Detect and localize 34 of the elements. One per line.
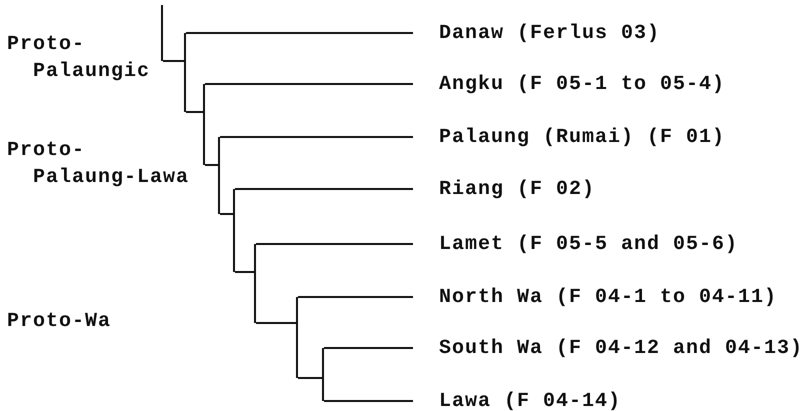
language-label: North Wa (F 04-1 to 04-11) (413, 284, 778, 310)
tree-connector (298, 296, 413, 298)
tree-branch-line (184, 33, 186, 112)
language-label: Palaung (Rumai) (F 01) (413, 124, 726, 150)
language-label: Angku (F 05-1 to 05-4) (413, 70, 726, 98)
tree-connector (186, 32, 413, 34)
tree-connector (186, 111, 203, 113)
tree-branch-line (161, 5, 163, 61)
tree-branch-line (233, 189, 235, 272)
tree-connector (235, 188, 413, 190)
group-label: Proto- Palaungic (7, 32, 150, 85)
tree-connector (324, 347, 413, 349)
tree-branch-line (296, 297, 298, 378)
group-label: Proto-Wa (7, 309, 112, 335)
tree-branch-line (218, 137, 220, 214)
tree-connector (324, 400, 413, 402)
group-label: Proto- Palaung-Lawa (7, 138, 190, 191)
language-label: Lawa (F 04-14) (413, 388, 622, 411)
tree-connector (256, 243, 413, 245)
tree-branch-line (322, 348, 324, 401)
tree-connector (205, 164, 218, 166)
tree-branch-line (254, 244, 256, 323)
language-label: Riang (F 02) (413, 176, 596, 202)
tree-connector (163, 60, 184, 62)
tree-connector (220, 213, 233, 215)
tree-branch-line (203, 84, 205, 165)
language-label: Danaw (Ferlus 03) (413, 20, 660, 46)
tree-connector (220, 136, 413, 138)
tree-connector (205, 83, 413, 85)
tree-connector (256, 322, 296, 324)
tree-connector (298, 377, 322, 379)
language-label: South Wa (F 04-12 and 04-13) (413, 334, 804, 362)
language-label: Lamet (F 05-5 and 05-6) (413, 230, 738, 258)
tree-connector (235, 271, 254, 273)
